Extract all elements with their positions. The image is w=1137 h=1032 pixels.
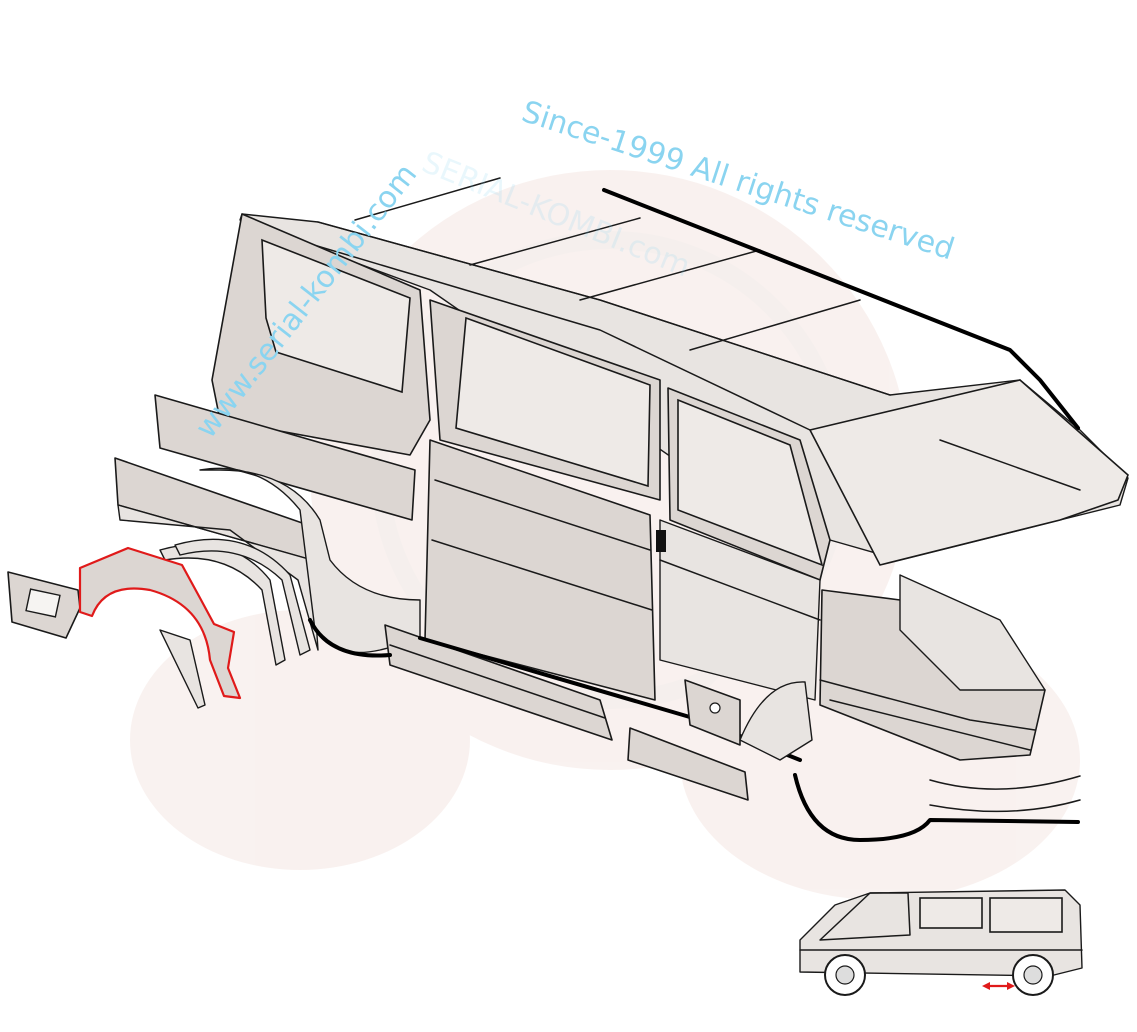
upper-side-panel (154, 394, 416, 521)
rear-side-panels (114, 394, 421, 654)
front-sill-section (627, 727, 749, 801)
rear-quarter-window (261, 238, 411, 394)
van-upper-body (239, 177, 1129, 566)
front-door-window (677, 398, 824, 567)
front-body-panels (684, 574, 1081, 842)
arch-strip (159, 629, 206, 709)
van-side-body (211, 213, 831, 701)
sliding-door-window (455, 316, 651, 488)
rear-wheel-arch-repair-panel-highlighted (78, 546, 242, 700)
locator-van-thumbnail (799, 889, 1083, 996)
front-door (659, 519, 821, 701)
front-wing-upper (899, 574, 1046, 691)
windscreen (808, 379, 1129, 566)
sliding-door (424, 439, 656, 701)
front-wheel-arch (739, 681, 813, 761)
inner-wheel-arch-2 (174, 538, 311, 656)
wheel-arch-panels (7, 538, 311, 709)
